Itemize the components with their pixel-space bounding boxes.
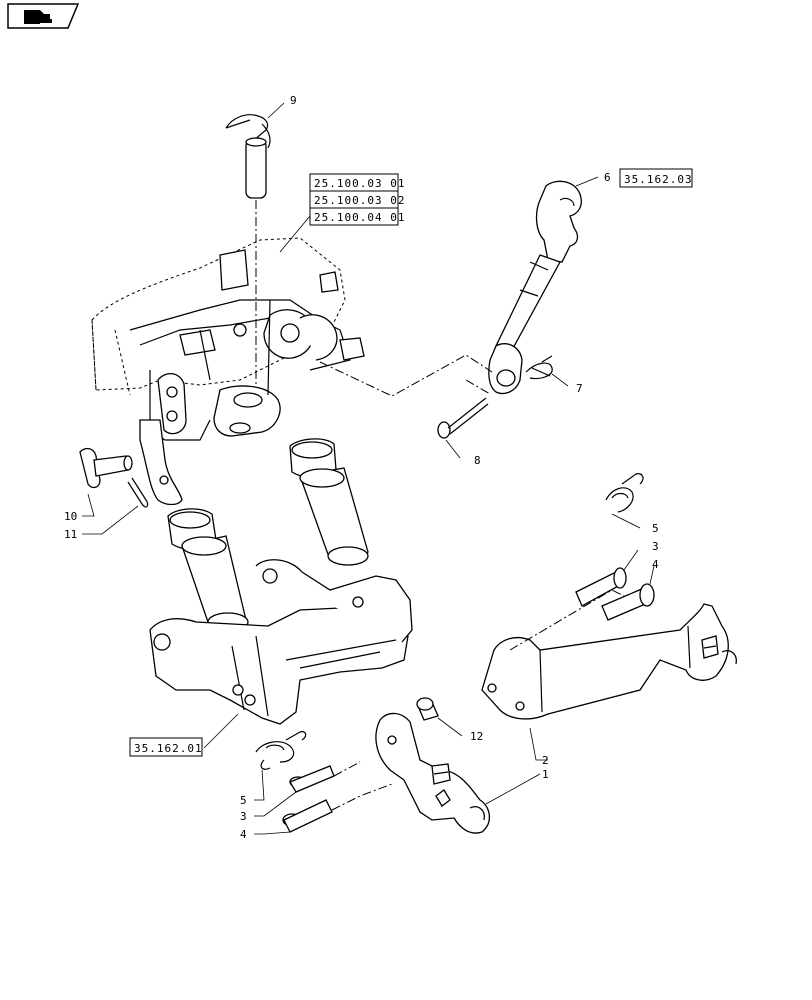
reference-box-35-162-01[interactable]: 35.162.01 — [129, 737, 203, 757]
callout-10: 10 — [64, 510, 77, 523]
leader-4-right — [649, 565, 655, 585]
leader-5-left — [254, 769, 265, 801]
leader-10 — [82, 493, 95, 517]
callout-11: 11 — [64, 528, 77, 541]
reference-box-25-100-04-01[interactable]: 25.100.04 01 — [309, 207, 405, 226]
leader-3-left — [254, 791, 297, 817]
centerline-top-link — [319, 354, 493, 397]
leader-6 — [575, 176, 599, 187]
clip-5-right — [605, 473, 644, 513]
bushing-12 — [416, 697, 439, 721]
leader-4-left — [254, 831, 291, 835]
leader-1 — [485, 773, 541, 805]
rear-housing — [91, 237, 365, 506]
clip-5-left — [255, 731, 307, 770]
centerline-pin-8 — [465, 379, 491, 395]
centerline-hook-1 — [331, 761, 393, 811]
callout-5-left: 5 — [240, 794, 247, 807]
svg-text:25.100.03 02: 25.100.03 02 — [314, 194, 405, 207]
pin-3-right — [575, 567, 627, 607]
leader-3-right — [623, 549, 639, 571]
svg-text:25.100.04 01: 25.100.04 01 — [314, 211, 405, 224]
leader-8 — [445, 439, 461, 459]
callout-3-left: 3 — [240, 810, 247, 823]
top-link-6 — [488, 180, 582, 395]
callout-4-left: 4 — [240, 828, 247, 841]
callout-2: 2 — [542, 754, 549, 767]
reference-box-25-100-03-02[interactable]: 25.100.03 02 — [309, 190, 405, 209]
leader-9 — [267, 102, 285, 119]
leader-ref-25-100 — [279, 215, 311, 253]
reference-box-35-162-03[interactable]: 35.162.03 — [619, 168, 693, 188]
pin-3-left — [289, 765, 335, 793]
clip-7 — [525, 355, 553, 380]
callout-7: 7 — [576, 382, 583, 395]
hook-1 — [375, 712, 490, 834]
leader-7 — [551, 373, 569, 387]
cotter-pin-11 — [127, 477, 149, 508]
svg-text:25.100.03 01: 25.100.03 01 — [314, 177, 405, 190]
svg-text:35.162.03: 35.162.03 — [624, 173, 693, 186]
lift-cylinder-right — [289, 438, 369, 566]
callout-8: 8 — [474, 454, 481, 467]
callout-1: 1 — [542, 768, 549, 781]
callout-5-right: 5 — [652, 522, 659, 535]
pin-4-left — [282, 799, 333, 833]
pin-4-right — [601, 583, 655, 621]
leader-5-right — [611, 513, 641, 529]
lift-cylinder-left — [167, 508, 249, 632]
reference-box-25-100-03-01[interactable]: 25.100.03 01 — [309, 173, 405, 192]
return-arrow-icon[interactable] — [7, 3, 80, 29]
callout-4-right: 4 — [652, 558, 659, 571]
callout-9: 9 — [290, 94, 297, 107]
leader-12 — [437, 717, 463, 737]
callout-12: 12 — [470, 730, 483, 743]
leader-2 — [529, 727, 548, 761]
callout-6: 6 — [604, 171, 611, 184]
leader-ref-35-162-01 — [203, 713, 239, 749]
callout-3-right: 3 — [652, 540, 659, 553]
leader-11 — [82, 505, 139, 535]
svg-text:35.162.01: 35.162.01 — [134, 742, 203, 755]
pin-9 — [225, 114, 271, 420]
pin-10 — [79, 447, 133, 489]
lift-arm-assembly — [149, 559, 413, 725]
bracket-2 — [481, 603, 737, 720]
pin-8 — [437, 397, 489, 439]
